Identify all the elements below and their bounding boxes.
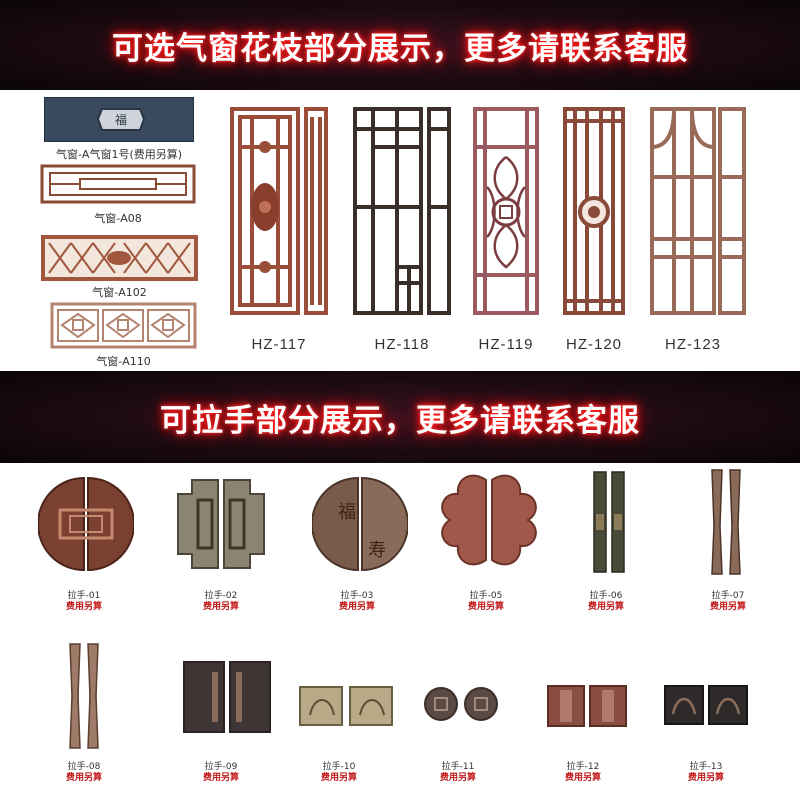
handle-06-image[interactable] bbox=[592, 470, 626, 574]
vent-image-a102[interactable] bbox=[41, 235, 198, 281]
handle-fee: 费用另算 bbox=[320, 773, 357, 783]
handle-name: 拉手-08 bbox=[67, 762, 101, 772]
handle-fee: 费用另算 bbox=[687, 773, 724, 783]
handle-11-image[interactable] bbox=[423, 686, 499, 722]
handle-fee: 费用另算 bbox=[467, 602, 504, 612]
panel-code: HZ-118 bbox=[374, 336, 430, 353]
panel-code: HZ-119 bbox=[478, 336, 534, 353]
vent-label: 气窗-A08 bbox=[94, 212, 142, 225]
middle-banner: 可拉手部分展示，更多请联系客服 bbox=[0, 371, 800, 463]
panel-code: HZ-117 bbox=[251, 336, 307, 353]
handle-name: 拉手-13 bbox=[689, 762, 723, 772]
handle-fee: 费用另算 bbox=[65, 773, 102, 783]
handle-10-image[interactable] bbox=[298, 685, 394, 727]
handle-13-image[interactable] bbox=[663, 684, 749, 726]
handle-12-image[interactable] bbox=[546, 684, 628, 728]
handle-name: 拉手-12 bbox=[566, 762, 600, 772]
vent-image-a08[interactable] bbox=[40, 164, 196, 204]
panel-code: HZ-120 bbox=[565, 336, 623, 353]
handle-08-image[interactable] bbox=[64, 640, 104, 752]
handle-07-image[interactable] bbox=[706, 466, 746, 578]
handle-name: 拉手-11 bbox=[441, 762, 475, 772]
handle-name: 拉手-09 bbox=[204, 762, 238, 772]
handle-name: 拉手-07 bbox=[711, 591, 745, 601]
handle-name: 拉手-06 bbox=[589, 591, 623, 601]
vent-label: 气窗-A102 bbox=[92, 286, 147, 299]
panel-hz-120[interactable] bbox=[563, 107, 625, 315]
handle-09-image[interactable] bbox=[182, 660, 272, 734]
svg-text:福: 福 bbox=[115, 112, 127, 127]
svg-text:寿: 寿 bbox=[368, 540, 386, 561]
handle-name: 拉手-10 bbox=[322, 762, 356, 772]
svg-text:福: 福 bbox=[338, 502, 356, 523]
handle-fee: 费用另算 bbox=[439, 773, 476, 783]
vent-label: 气窗-A气窗1号(费用另算) bbox=[55, 148, 183, 161]
vent-image-a110[interactable] bbox=[50, 302, 197, 349]
handle-fee: 费用另算 bbox=[65, 602, 102, 612]
handle-fee: 费用另算 bbox=[202, 602, 239, 612]
handle-fee: 费用另算 bbox=[202, 773, 239, 783]
top-banner: 可选气窗花枝部分展示，更多请联系客服 bbox=[0, 0, 800, 90]
handle-name: 拉手-01 bbox=[67, 591, 101, 601]
handle-name: 拉手-02 bbox=[204, 591, 238, 601]
handle-fee: 费用另算 bbox=[709, 602, 746, 612]
top-banner-text: 可选气窗花枝部分展示，更多请联系客服 bbox=[112, 30, 688, 67]
handle-fee: 费用另算 bbox=[564, 773, 601, 783]
panel-hz-123[interactable] bbox=[650, 107, 746, 315]
middle-banner-text: 可拉手部分展示，更多请联系客服 bbox=[160, 402, 640, 439]
panel-hz-118[interactable] bbox=[353, 107, 451, 315]
panel-code: HZ-123 bbox=[664, 336, 722, 353]
handle-05-image[interactable] bbox=[436, 470, 542, 570]
handle-name: 拉手-03 bbox=[340, 591, 374, 601]
panel-hz-117[interactable] bbox=[230, 107, 328, 315]
handle-fee: 费用另算 bbox=[587, 602, 624, 612]
handle-name: 拉手-05 bbox=[469, 591, 503, 601]
handle-fee: 费用另算 bbox=[338, 602, 375, 612]
vent-image-a1[interactable]: 福 bbox=[44, 97, 194, 142]
handle-03-image[interactable]: 福 寿 bbox=[312, 476, 408, 572]
vent-label: 气窗-A110 bbox=[96, 355, 151, 368]
handle-02-image[interactable] bbox=[172, 476, 270, 572]
handle-01-image[interactable] bbox=[38, 476, 134, 572]
panel-hz-119[interactable] bbox=[473, 107, 539, 315]
